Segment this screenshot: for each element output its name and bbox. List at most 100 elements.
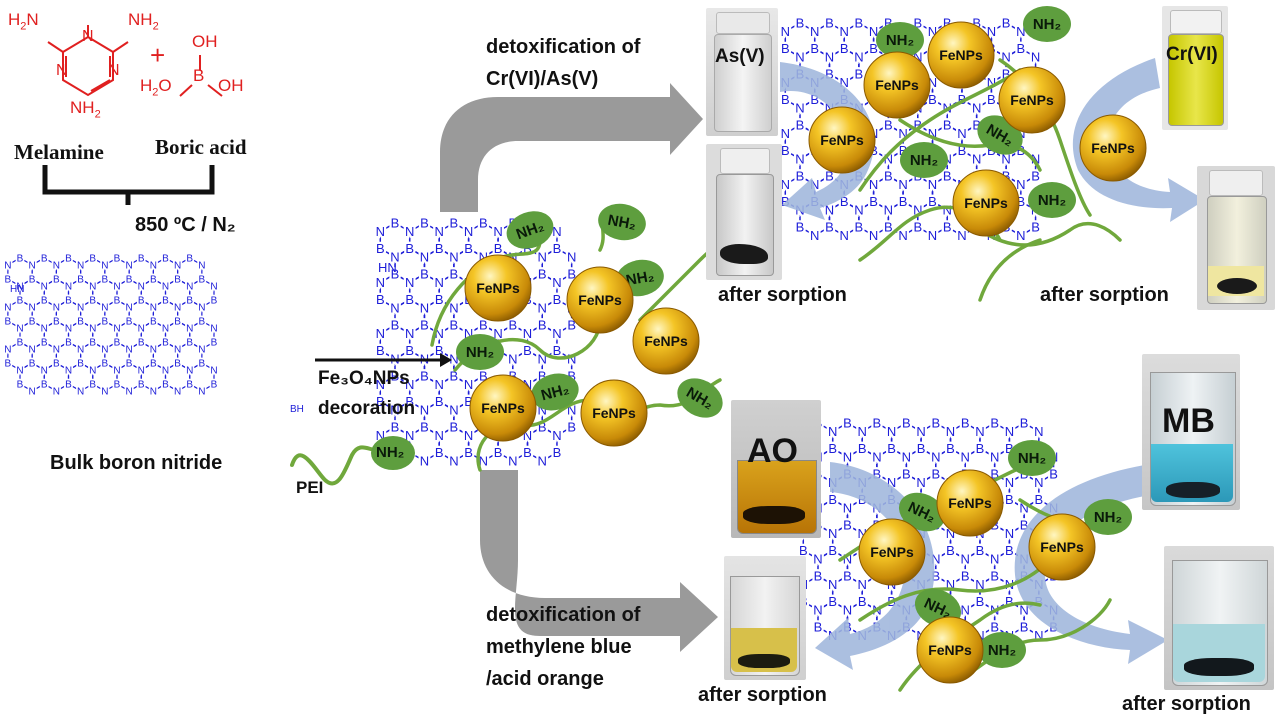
bulk-atom-label: B <box>199 359 206 370</box>
bulk-atom-label: B <box>138 380 145 391</box>
bulk-atom-label: B <box>162 296 169 307</box>
bulk-atom-label: N <box>186 366 193 377</box>
center-atom-label: B <box>405 343 414 358</box>
bulk-atom-label: B <box>29 359 36 370</box>
bulk-atom-label: N <box>16 282 23 293</box>
reagent-bracket <box>42 165 215 205</box>
center-atom-label: B <box>450 420 459 435</box>
bottom-atom-label: B <box>828 441 837 456</box>
center-atom-label: N <box>405 275 414 290</box>
decoration-label-line1: Fe₃O₄NPs <box>318 368 410 389</box>
center-atom-label: B <box>405 292 414 307</box>
top-atom-label: N <box>795 152 804 167</box>
bulk-atom-label: N <box>77 303 84 314</box>
center-atom-label: B <box>553 445 562 460</box>
bulk-atom-label: B <box>65 380 72 391</box>
bulk-atom-label: N <box>53 303 60 314</box>
top-atom-label: N <box>781 24 790 39</box>
bulk-atom-label: B <box>138 380 145 391</box>
bulk-atom-label: B <box>186 380 193 391</box>
center-atom-label: N <box>508 352 517 367</box>
bottom-path-label-line1: detoxification of <box>486 604 641 626</box>
pei-amine-label: NH₂ <box>376 444 405 461</box>
top-atom-label: B <box>855 16 864 31</box>
bottom-atom-label: N <box>1034 424 1043 439</box>
center-atom-label: B <box>553 343 562 358</box>
bottom-atom-label: B <box>1005 543 1014 558</box>
bulk-atom-label: N <box>65 366 72 377</box>
bulk-atom-label: B <box>211 338 218 349</box>
bulk-atom-label: N <box>4 345 11 356</box>
top-atom-label: B <box>913 220 922 235</box>
bulk-atom-label: N <box>53 261 60 272</box>
fe-nanoparticle-label: FeNPs <box>481 400 525 416</box>
center-atom-label: B <box>391 420 400 435</box>
bulk-atom-label: B <box>102 359 109 370</box>
bottom-atom-label: B <box>902 467 911 482</box>
fe-nanoparticle-label: FeNPs <box>964 195 1008 211</box>
bottom-atom-label: B <box>961 569 970 584</box>
bottom-path-label-line3: /acid orange <box>486 668 604 690</box>
center-atom-label: N <box>420 403 429 418</box>
bottom-atom-label: B <box>814 620 823 635</box>
bulk-atom-label: B <box>53 359 60 370</box>
center-atom-label: B <box>464 241 473 256</box>
bulk-atom-label: B <box>174 317 181 328</box>
fe-nanoparticle-label: FeNPs <box>928 642 972 658</box>
ao-sample-photo: AO <box>731 400 821 538</box>
bulk-atom-label: B <box>102 317 109 328</box>
amine-label: NH₂ <box>1033 16 1061 33</box>
bulk-atom-label: B <box>138 296 145 307</box>
center-atom-label: N <box>449 454 458 469</box>
after-sorption-as: after sorption <box>718 284 847 306</box>
center-atom-label: N <box>449 250 458 265</box>
amine-label: NH₂ <box>1038 192 1066 209</box>
center-atom-label: B <box>420 267 429 282</box>
bulk-atom-label: N <box>210 282 217 293</box>
bulk-atom-label: N <box>113 324 120 335</box>
bulk-atom-label: N <box>29 345 36 356</box>
bulk-atom-label: B <box>77 275 84 286</box>
center-atom-label: B <box>420 318 429 333</box>
top-atom-label: N <box>869 228 878 243</box>
bulk-atom-label: B <box>211 380 218 391</box>
bottom-path-label-line2: methylene blue <box>486 636 632 658</box>
bottom-atom-label: N <box>857 577 866 592</box>
top-atom-label: N <box>898 228 907 243</box>
bulk-atom-label: B <box>150 317 157 328</box>
bottom-atom-label: B <box>858 441 867 456</box>
bulk-atom-label: B <box>126 317 133 328</box>
bulk-atom-label: B <box>53 275 60 286</box>
top-atom-label: N <box>972 152 981 167</box>
bulk-atom-label: B <box>138 338 145 349</box>
bulk-atom-label: B <box>114 380 121 391</box>
bulk-atom-label: N <box>113 366 120 377</box>
bulk-atom-label: B <box>65 296 72 307</box>
bulk-atom-label: N <box>16 324 23 335</box>
center-atom-label: N <box>434 428 443 443</box>
bulk-atom-label: B <box>53 275 60 286</box>
bulk-atom-label: N <box>126 303 133 314</box>
bulk-atom-label: N <box>126 345 133 356</box>
bulk-atom-label: B <box>41 296 48 307</box>
bulk-atom-label: N <box>126 387 133 398</box>
bottom-atom-label: B <box>887 441 896 456</box>
bottom-atom-label: B <box>1005 492 1014 507</box>
top-atom-label: N <box>854 203 863 218</box>
bulk-atom-label: B <box>41 338 48 349</box>
center-atom-label: B <box>553 241 562 256</box>
bulk-atom-label: B <box>162 296 169 307</box>
bulk-atom-label: N <box>41 282 48 293</box>
bottom-atom-label: B <box>946 441 955 456</box>
mb-label: MB <box>1162 402 1215 440</box>
bulk-atom-label: B <box>199 275 206 286</box>
bulk-atom-label: B <box>186 338 193 349</box>
cr-label: Cr(VI) <box>1166 44 1218 65</box>
center-atom-label: B <box>508 318 517 333</box>
center-atom-label: B <box>479 216 488 231</box>
center-atom-label: N <box>420 301 429 316</box>
bulk-hexagon <box>189 362 215 392</box>
bottom-atom-label: B <box>1035 492 1044 507</box>
bulk-atom-label: B <box>174 275 181 286</box>
bottom-atom-label: N <box>828 577 837 592</box>
